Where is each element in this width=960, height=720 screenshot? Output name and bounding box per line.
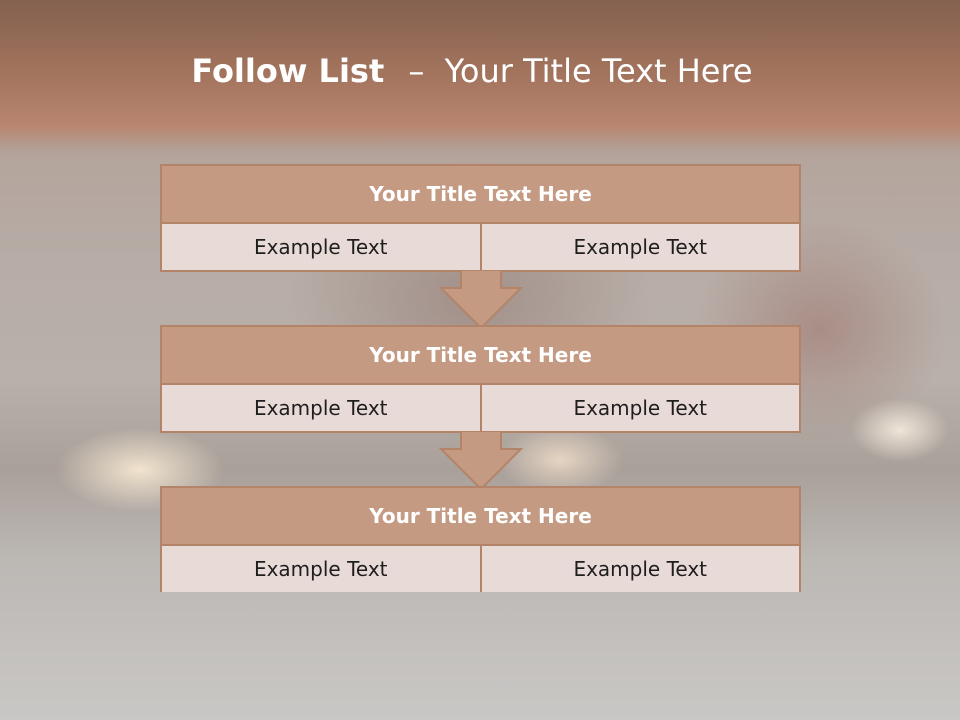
- slide-title-bold: Follow List: [191, 52, 385, 90]
- block-cells: Example Text Example Text: [162, 385, 799, 431]
- slide-title-separator: –: [408, 52, 425, 90]
- block-cells: Example Text Example Text: [162, 546, 799, 592]
- block-cell-left: Example Text: [162, 385, 480, 431]
- list-block-2: Your Title Text Here Example Text Exampl…: [160, 325, 801, 433]
- list-block-3: Your Title Text Here Example Text Exampl…: [160, 486, 801, 592]
- block-heading: Your Title Text Here: [162, 166, 799, 224]
- block-cell-left: Example Text: [162, 546, 480, 592]
- block-cell-right: Example Text: [479, 385, 799, 431]
- block-cells: Example Text Example Text: [162, 224, 799, 270]
- block-cell-right: Example Text: [479, 546, 799, 592]
- block-cell-right: Example Text: [479, 224, 799, 270]
- down-arrow-icon: [439, 270, 523, 330]
- block-cell-left: Example Text: [162, 224, 480, 270]
- block-heading: Your Title Text Here: [162, 327, 799, 385]
- slide-title-rest: Your Title Text Here: [444, 52, 753, 90]
- list-block-1: Your Title Text Here Example Text Exampl…: [160, 164, 801, 272]
- block-heading: Your Title Text Here: [162, 488, 799, 546]
- slide-title: Follow List – Your Title Text Here: [0, 52, 944, 90]
- down-arrow-icon: [439, 431, 523, 491]
